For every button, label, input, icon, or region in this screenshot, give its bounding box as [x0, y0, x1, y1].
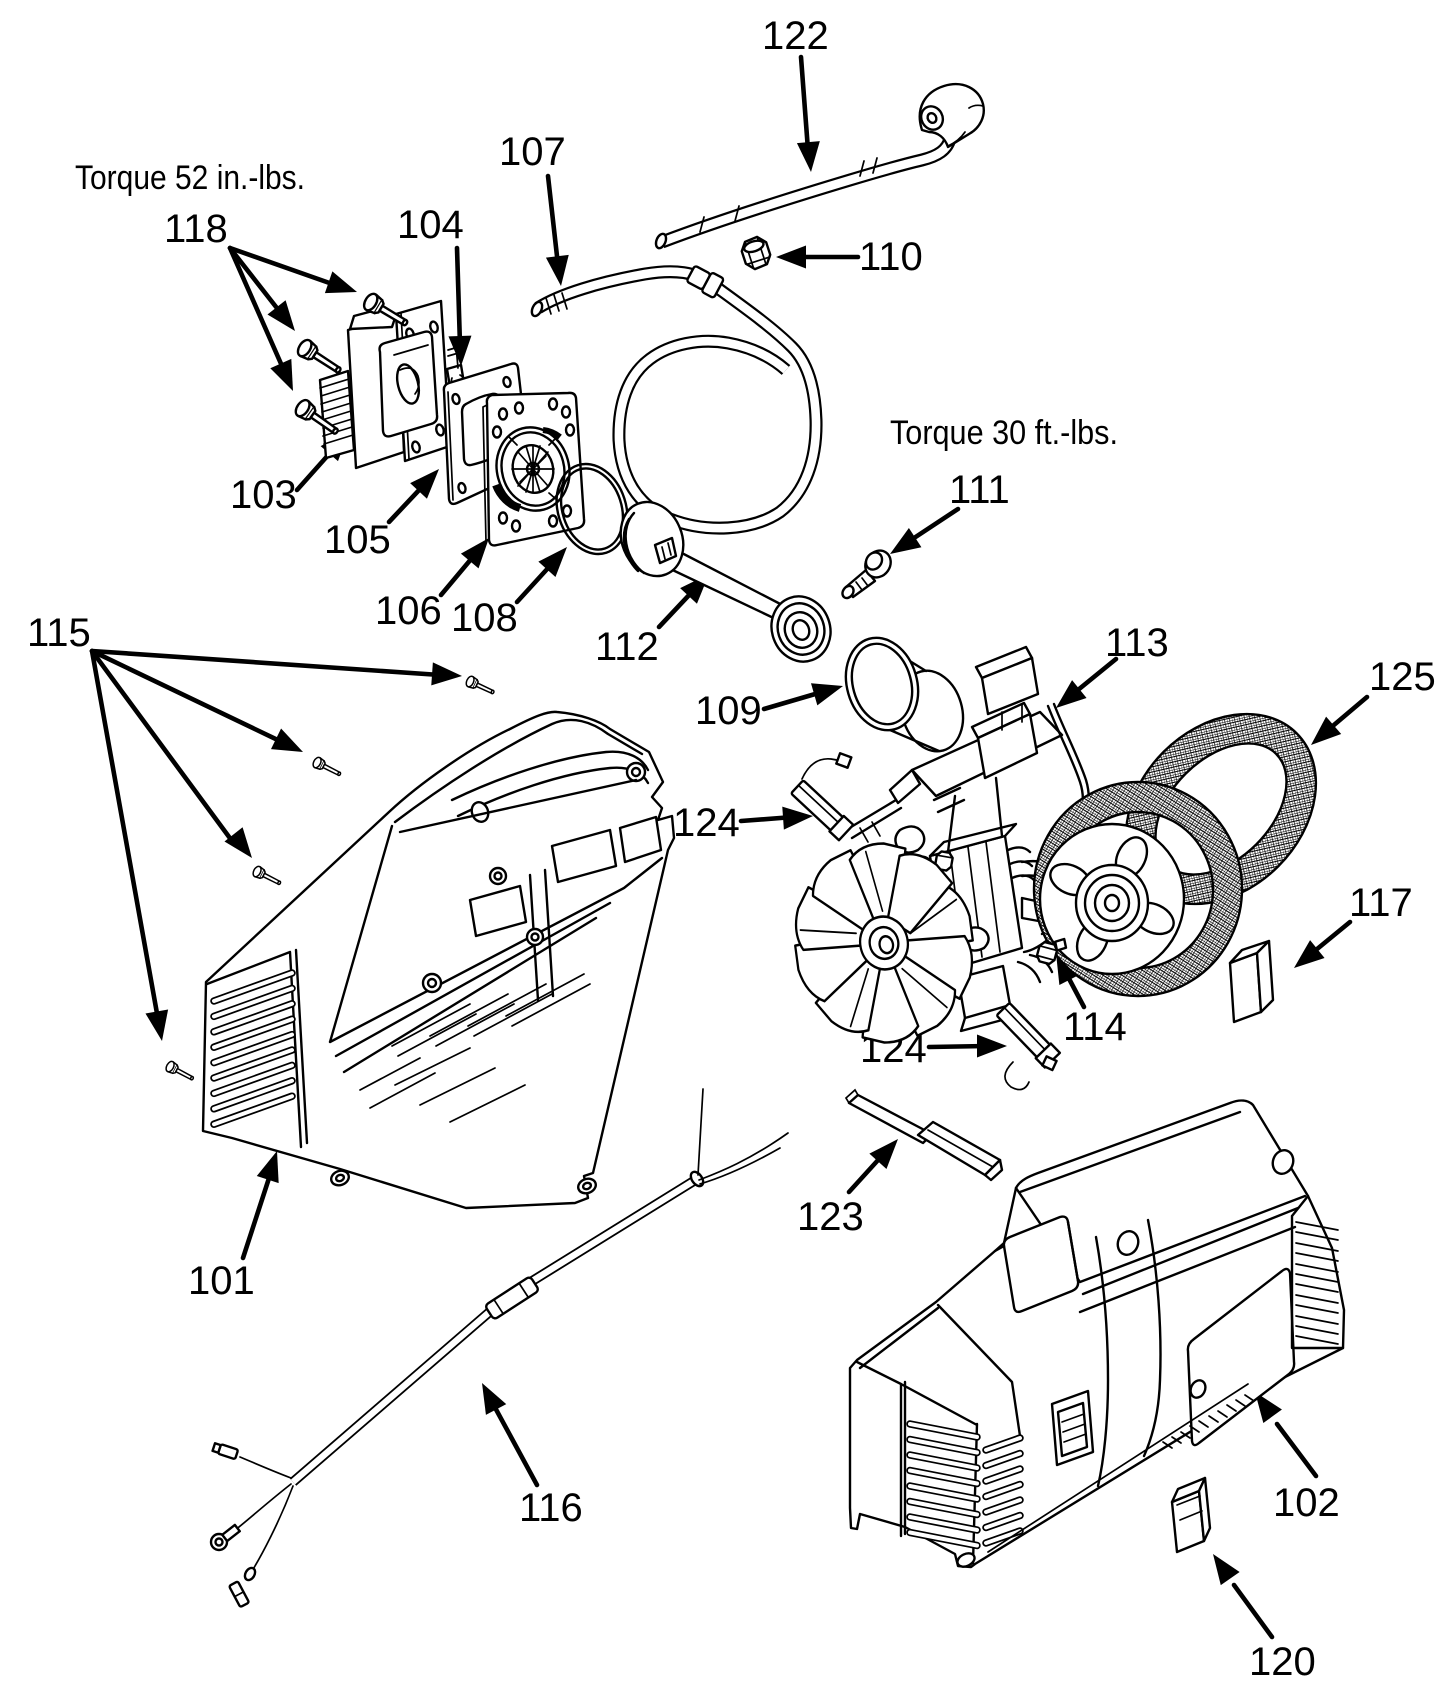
- svg-text:111: 111: [949, 468, 1010, 512]
- svg-text:112: 112: [595, 625, 659, 669]
- svg-text:117: 117: [1349, 881, 1413, 925]
- svg-text:Torque 52 in.-lbs.: Torque 52 in.-lbs.: [75, 159, 305, 197]
- svg-text:118: 118: [164, 207, 228, 251]
- svg-text:102: 102: [1273, 1481, 1340, 1525]
- svg-text:124: 124: [673, 801, 740, 845]
- svg-text:110: 110: [859, 235, 923, 279]
- svg-text:114: 114: [1063, 1005, 1127, 1049]
- svg-text:123: 123: [797, 1195, 864, 1239]
- svg-text:109: 109: [695, 689, 762, 733]
- svg-text:115: 115: [27, 611, 91, 655]
- svg-text:120: 120: [1249, 1640, 1316, 1684]
- svg-text:103: 103: [230, 473, 297, 517]
- svg-text:116: 116: [519, 1486, 583, 1530]
- svg-text:101: 101: [188, 1259, 255, 1303]
- svg-text:106: 106: [375, 589, 442, 633]
- svg-text:125: 125: [1369, 655, 1436, 699]
- svg-text:Torque 30 ft.-lbs.: Torque 30 ft.-lbs.: [890, 414, 1118, 452]
- svg-text:107: 107: [499, 130, 566, 174]
- svg-text:105: 105: [324, 518, 391, 562]
- svg-text:108: 108: [451, 596, 518, 640]
- svg-text:104: 104: [397, 203, 464, 247]
- svg-text:122: 122: [762, 14, 829, 58]
